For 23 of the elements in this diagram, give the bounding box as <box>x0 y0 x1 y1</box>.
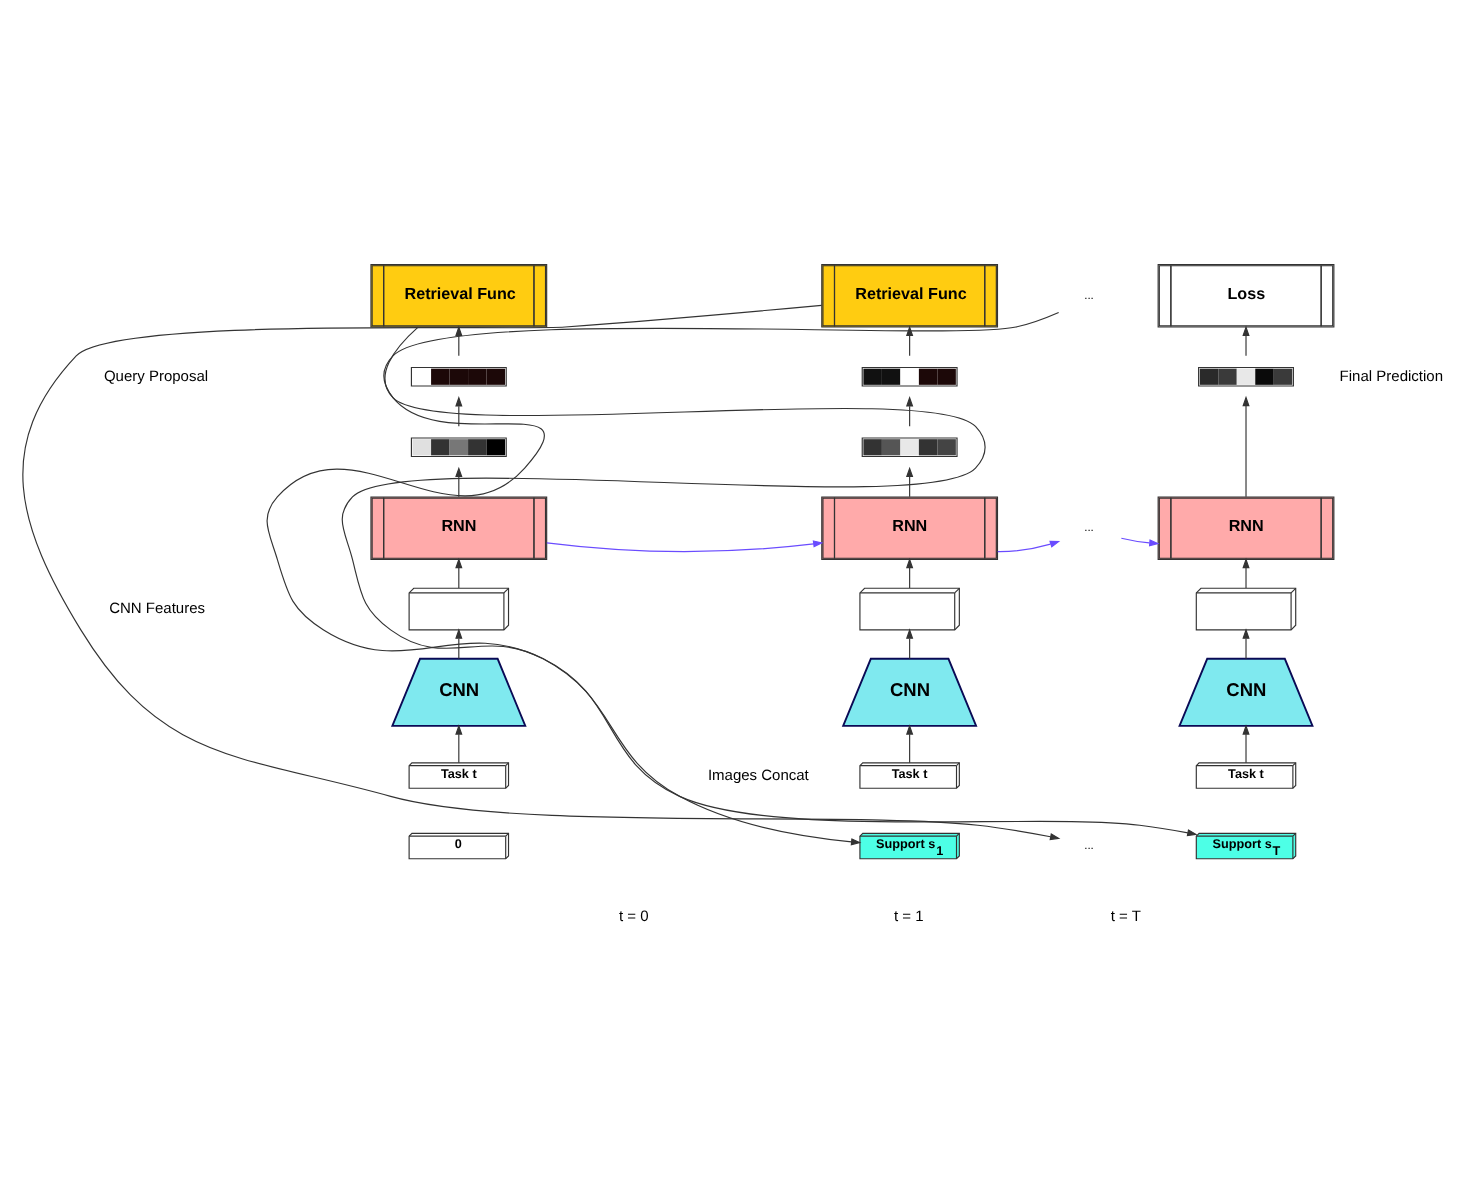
arrow <box>455 466 463 498</box>
arrow <box>455 325 463 357</box>
arrow <box>455 557 463 589</box>
arrow <box>997 540 1061 553</box>
arrow <box>906 557 914 589</box>
arrow <box>906 628 914 660</box>
arrow <box>266 311 1198 837</box>
arrow <box>1242 628 1250 660</box>
arrow <box>455 724 463 764</box>
arrow <box>1242 325 1250 357</box>
arrow <box>906 724 914 764</box>
arrow <box>22 304 1061 841</box>
arrow <box>1120 537 1160 547</box>
arrow <box>1242 724 1250 764</box>
arrow <box>455 396 463 427</box>
arrow <box>341 326 986 846</box>
arrow <box>455 628 463 660</box>
arrow <box>1242 557 1250 589</box>
arrow <box>906 325 914 357</box>
arrow <box>1242 395 1250 498</box>
arrow <box>906 466 914 498</box>
arrow <box>546 540 824 553</box>
arrow <box>906 396 914 427</box>
